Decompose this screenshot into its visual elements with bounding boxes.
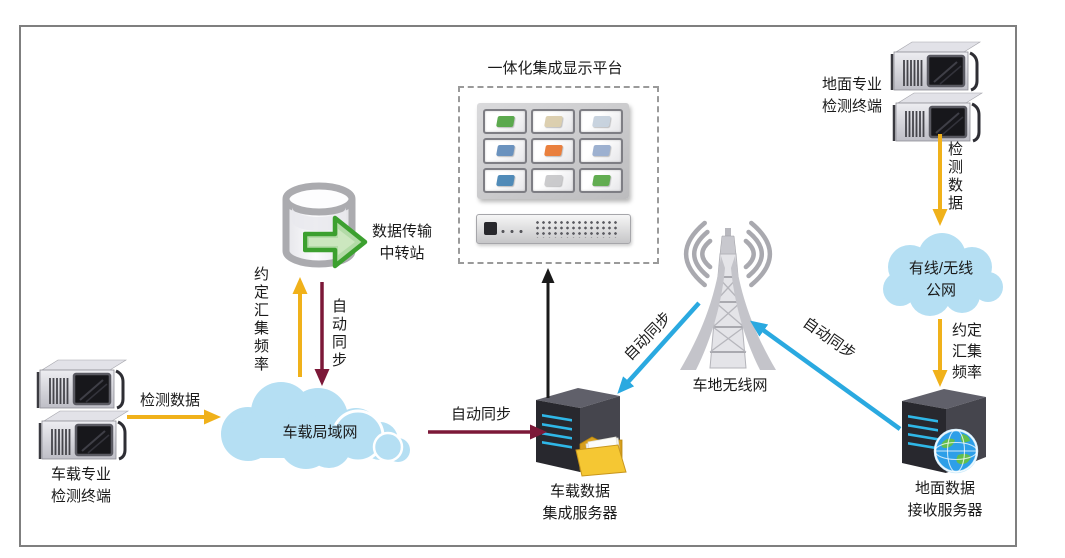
vehicle-server-icon bbox=[536, 388, 627, 477]
vehicle-detect-data-label: 检测数据 bbox=[139, 392, 200, 409]
video-wall bbox=[477, 103, 629, 199]
display-screen bbox=[579, 109, 623, 135]
vehicle-lan-cloud-icon bbox=[221, 382, 410, 469]
screen-content-icon bbox=[543, 174, 563, 186]
vehicle-terminal-icon bbox=[36, 358, 130, 461]
vehicle-collect-freq-label: 约定汇集频率 bbox=[252, 266, 269, 374]
wireless-network-label: 车地无线网 bbox=[692, 377, 768, 394]
screen-content-icon bbox=[591, 145, 611, 157]
ground-detect-data-label: 检测数据 bbox=[946, 141, 963, 213]
relay-auto-sync-label: 自动同步 bbox=[330, 298, 347, 370]
display-screen bbox=[483, 167, 527, 193]
display-screen bbox=[483, 138, 527, 164]
screen-content-icon bbox=[495, 116, 515, 128]
display-platform-box bbox=[458, 86, 659, 264]
ground-collect-freq-label: 约定 汇集 频率 bbox=[952, 322, 983, 381]
screen-content-icon bbox=[543, 116, 563, 128]
display-screen bbox=[483, 109, 527, 135]
relay-station-label: 数据传输 中转站 bbox=[371, 223, 432, 262]
screen-content-icon bbox=[591, 116, 611, 128]
rack-switch-icon bbox=[476, 214, 631, 244]
display-platform-title: 一体化集成显示平台 bbox=[487, 60, 623, 77]
display-screen bbox=[579, 167, 623, 193]
vehicle-terminal-label: 车载专业 检测终端 bbox=[50, 466, 111, 505]
globe-icon bbox=[933, 428, 979, 474]
relay-green-arrow-icon bbox=[303, 215, 368, 269]
diagram-border bbox=[19, 25, 1017, 547]
ground-terminal-label: 地面专业 检测终端 bbox=[821, 76, 882, 115]
screen-content-icon bbox=[495, 174, 515, 186]
lan-to-server-sync-label: 自动同步 bbox=[450, 406, 511, 423]
display-screen bbox=[579, 138, 623, 164]
ground-terminal-icon bbox=[890, 40, 984, 143]
vehicle-server-label: 车载数据 集成服务器 bbox=[542, 483, 618, 522]
ground-server-label: 地面数据 接收服务器 bbox=[907, 480, 983, 519]
vehicle-lan-cloud-label: 车载局域网 bbox=[282, 424, 358, 441]
display-screen bbox=[531, 167, 575, 193]
public-network-cloud-icon bbox=[883, 233, 1003, 316]
public-network-cloud-label-2: 公网 bbox=[925, 282, 956, 299]
display-screen bbox=[531, 138, 575, 164]
antenna-tower-icon bbox=[680, 220, 776, 370]
screen-content-icon bbox=[543, 145, 563, 157]
folder-icon bbox=[575, 436, 627, 477]
public-network-cloud-label-1: 有线/无线 bbox=[908, 260, 974, 277]
screen-content-icon bbox=[495, 145, 515, 157]
screen-content-icon bbox=[591, 174, 611, 186]
display-screen bbox=[531, 109, 575, 135]
